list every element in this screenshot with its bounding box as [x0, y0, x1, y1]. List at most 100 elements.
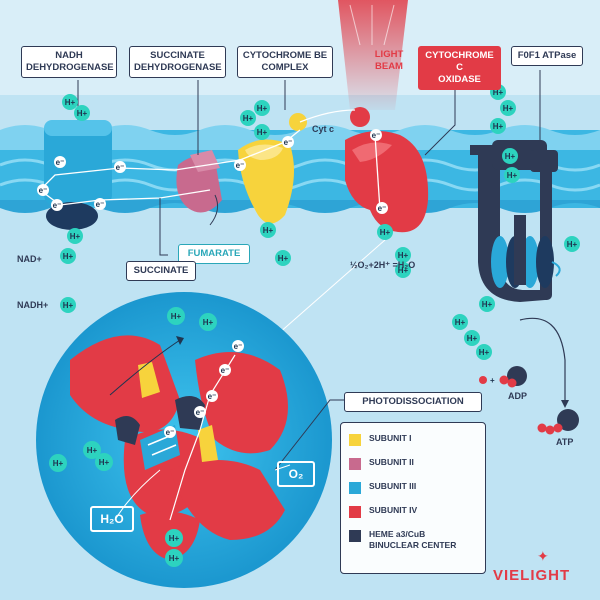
electron: e⁻	[37, 184, 49, 196]
legend-label: HEME a3/CuB BINUCLEAR CENTER	[369, 529, 457, 550]
proton: H+	[395, 262, 411, 278]
svg-text:e⁻: e⁻	[53, 201, 62, 210]
electron: e⁻	[370, 129, 382, 141]
svg-text:H+: H+	[482, 300, 493, 309]
svg-text:e⁻: e⁻	[284, 138, 293, 147]
adp-molecule: +	[479, 366, 527, 388]
proton: H+	[167, 307, 185, 325]
svg-text:H+: H+	[65, 98, 76, 107]
label-photodissociation: PHOTODISSOCIATION	[344, 392, 482, 412]
legend-item: SUBUNIT II	[349, 457, 477, 470]
atp-molecule	[537, 409, 579, 435]
svg-text:+: +	[490, 376, 495, 385]
svg-text:H+: H+	[169, 554, 180, 563]
proton: H+	[60, 297, 76, 313]
legend-item: SUBUNIT III	[349, 481, 477, 494]
svg-text:H+: H+	[567, 240, 578, 249]
proton: H+	[476, 344, 492, 360]
proton: H+	[395, 247, 411, 263]
electron: e⁻	[282, 136, 294, 148]
svg-text:H+: H+	[493, 122, 504, 131]
brand-star-icon: ✦	[537, 548, 549, 564]
proton: H+	[479, 296, 495, 312]
proton: H+	[49, 454, 67, 472]
legend-swatch	[349, 434, 361, 446]
svg-text:H+: H+	[203, 318, 214, 327]
svg-text:H+: H+	[493, 88, 504, 97]
proton: H+	[500, 100, 516, 116]
svg-text:e⁻: e⁻	[208, 392, 217, 401]
svg-text:H+: H+	[171, 312, 182, 321]
svg-text:H+: H+	[455, 318, 466, 327]
label-cytochrome-bc-complex: CYTOCHROME BE COMPLEX	[237, 46, 333, 78]
svg-text:H+: H+	[467, 334, 478, 343]
proton: H+	[240, 110, 256, 126]
proton: H+	[260, 222, 276, 238]
svg-text:e⁻: e⁻	[372, 131, 381, 140]
label-o2: O₂	[277, 461, 315, 487]
svg-text:H+: H+	[263, 226, 274, 235]
label-adp: ADP	[508, 391, 528, 401]
label-cytochrome-c-oxidase: CYTOCHROME C OXIDASE	[418, 46, 501, 90]
proton: H+	[275, 250, 291, 266]
svg-text:e⁻: e⁻	[166, 428, 175, 437]
proton: H+	[67, 228, 83, 244]
atp-synthesis-arrow	[519, 317, 569, 408]
proton: H+	[254, 124, 270, 140]
legend-label: SUBUNIT III	[369, 481, 417, 491]
svg-text:H+: H+	[243, 114, 254, 123]
legend-swatch	[349, 458, 361, 470]
electron: e⁻	[376, 202, 388, 214]
svg-text:H+: H+	[257, 128, 268, 137]
electron: e⁻	[51, 199, 63, 211]
proton: H+	[74, 105, 90, 121]
svg-text:H+: H+	[479, 348, 490, 357]
proton: H+	[464, 330, 480, 346]
legend-label: SUBUNIT IV	[369, 505, 418, 515]
electron: e⁻	[114, 161, 126, 173]
electron: e⁻	[164, 426, 176, 438]
svg-text:H+: H+	[53, 459, 64, 468]
label-fumarate: FUMARATE	[178, 244, 250, 264]
svg-text:H+: H+	[169, 534, 180, 543]
label-atp: ATP	[556, 437, 574, 447]
legend-swatch	[349, 530, 361, 542]
legend-swatch	[349, 506, 361, 518]
label-succinate-dehydrogenase: SUCCINATE DEHYDROGENASE	[129, 46, 226, 78]
legend-label: SUBUNIT I	[369, 433, 412, 443]
svg-text:e⁻: e⁻	[378, 204, 387, 213]
legend-swatch	[349, 482, 361, 494]
proton: H+	[452, 314, 468, 330]
svg-text:H+: H+	[507, 171, 518, 180]
svg-text:e⁻: e⁻	[236, 161, 245, 170]
svg-text:H+: H+	[70, 232, 81, 241]
svg-text:H+: H+	[505, 152, 516, 161]
electron: e⁻	[206, 390, 218, 402]
svg-text:e⁻: e⁻	[221, 366, 230, 375]
proton: H+	[165, 529, 183, 547]
svg-text:H+: H+	[398, 266, 409, 275]
brand-logo: VIELIGHT	[493, 567, 571, 584]
proton: H+	[490, 118, 506, 134]
proton: H+	[165, 549, 183, 567]
svg-text:H+: H+	[99, 458, 110, 467]
svg-text:H+: H+	[63, 301, 74, 310]
legend-item: HEME a3/CuB BINUCLEAR CENTER	[349, 529, 477, 551]
svg-text:e⁻: e⁻	[96, 200, 105, 209]
proton: H+	[504, 167, 520, 183]
proton: H+	[83, 441, 101, 459]
svg-text:e⁻: e⁻	[39, 186, 48, 195]
electron-group: e⁻ e⁻ e⁻ e⁻ e⁻ e⁻ e⁻ e⁻ e⁻ e⁻ e⁻ e⁻ e⁻ e…	[37, 129, 388, 438]
proton: H+	[95, 453, 113, 471]
svg-text:H+: H+	[87, 446, 98, 455]
proton: H+	[60, 248, 76, 264]
atp-synthase	[470, 140, 561, 302]
label-nad-plus: NAD+	[17, 254, 42, 264]
proton-group: H+ H+ H+ H+ H+ H+ H+ H+ H+ H+ H+ H+ H+ H…	[49, 84, 580, 567]
svg-text:H+: H+	[77, 109, 88, 118]
label-nadh-plus: NADH+	[17, 300, 49, 310]
svg-text:H+: H+	[278, 254, 289, 263]
label-atpase: F0F1 ATPase	[511, 46, 583, 66]
